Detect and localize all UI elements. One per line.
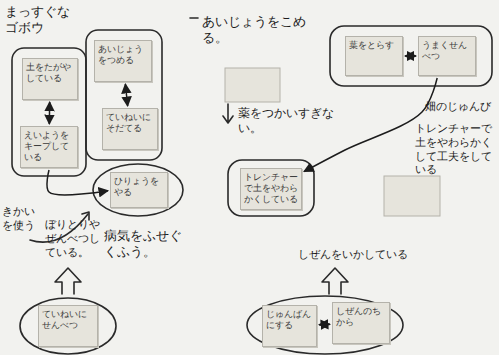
up-arrow: [55, 268, 81, 294]
arrow-connector: [125, 84, 127, 106]
note-text: うまくせんべつ: [422, 40, 472, 62]
arrow-connector: [319, 324, 330, 326]
sticky-note: 土をたがやしている: [22, 58, 78, 100]
group-outline: [86, 30, 162, 160]
arrow-connector: [405, 55, 416, 57]
sticky-note: じゅんばんにする: [262, 305, 317, 347]
handwritten-label: 畑のじゅんび: [425, 100, 495, 114]
note-text: ていねいにそだてる: [106, 112, 154, 134]
handwritten-label: まっすぐなゴボウ: [5, 4, 77, 37]
note-text: ひりょうをやる: [114, 176, 164, 198]
note-text: じゅんばんにする: [266, 309, 313, 331]
handwritten-label: 薬をつかいすぎない。: [238, 106, 350, 136]
sticky-note: あいじょうをつめる: [94, 40, 152, 82]
sticky-note: トレンチャーで土をやわらかくしている: [240, 168, 302, 210]
group-outline: [20, 298, 116, 354]
handwritten-label: ぼりとりや ぜんべつしている。: [45, 218, 101, 259]
group-outline: [93, 164, 183, 216]
note-text: しぜんのちから: [336, 306, 386, 328]
arrow-connector: [49, 102, 51, 124]
down-arrow: [223, 104, 233, 123]
note-text: 土をたがやしている: [26, 62, 74, 84]
dash-mark: [190, 17, 198, 19]
sticky-note: 葉をとらす: [345, 36, 403, 76]
sticky-note: ひりょうをやる: [110, 172, 168, 208]
sticky-note: えいようをキープしている: [20, 126, 78, 168]
blank-note: [225, 68, 280, 102]
arrow-connector: [47, 170, 108, 195]
handwritten-label: トレンチャーで土をやわらかくして工夫をしている: [415, 122, 495, 177]
group-outline: [330, 26, 492, 86]
blank-note: [384, 176, 440, 216]
group-outline: [247, 296, 403, 354]
group-outline: [12, 48, 86, 176]
handwritten-label: 病気をふせぐくふう。: [104, 228, 194, 261]
sticky-note: ていねいにせんべつ: [38, 305, 98, 347]
group-outline: [228, 160, 314, 216]
note-text: あいじょうをつめる: [98, 44, 148, 66]
note-text: トレンチャーで土をやわらかくしている: [244, 172, 298, 204]
sticky-note: うまくせんべつ: [418, 36, 476, 76]
up-arrow: [322, 268, 348, 294]
sticky-note: ていねいにそだてる: [102, 108, 158, 150]
note-text: ていねいにせんべつ: [42, 309, 94, 331]
note-text: 葉をとらす: [349, 40, 399, 51]
note-text: えいようをキープしている: [24, 130, 74, 162]
handwritten-label: あいじょうをこめる。: [202, 14, 320, 47]
sticky-note: しぜんのちから: [332, 302, 390, 344]
handwritten-label: しぜんをいかしている: [298, 248, 423, 262]
handwritten-label: きかいを使う: [2, 205, 44, 233]
